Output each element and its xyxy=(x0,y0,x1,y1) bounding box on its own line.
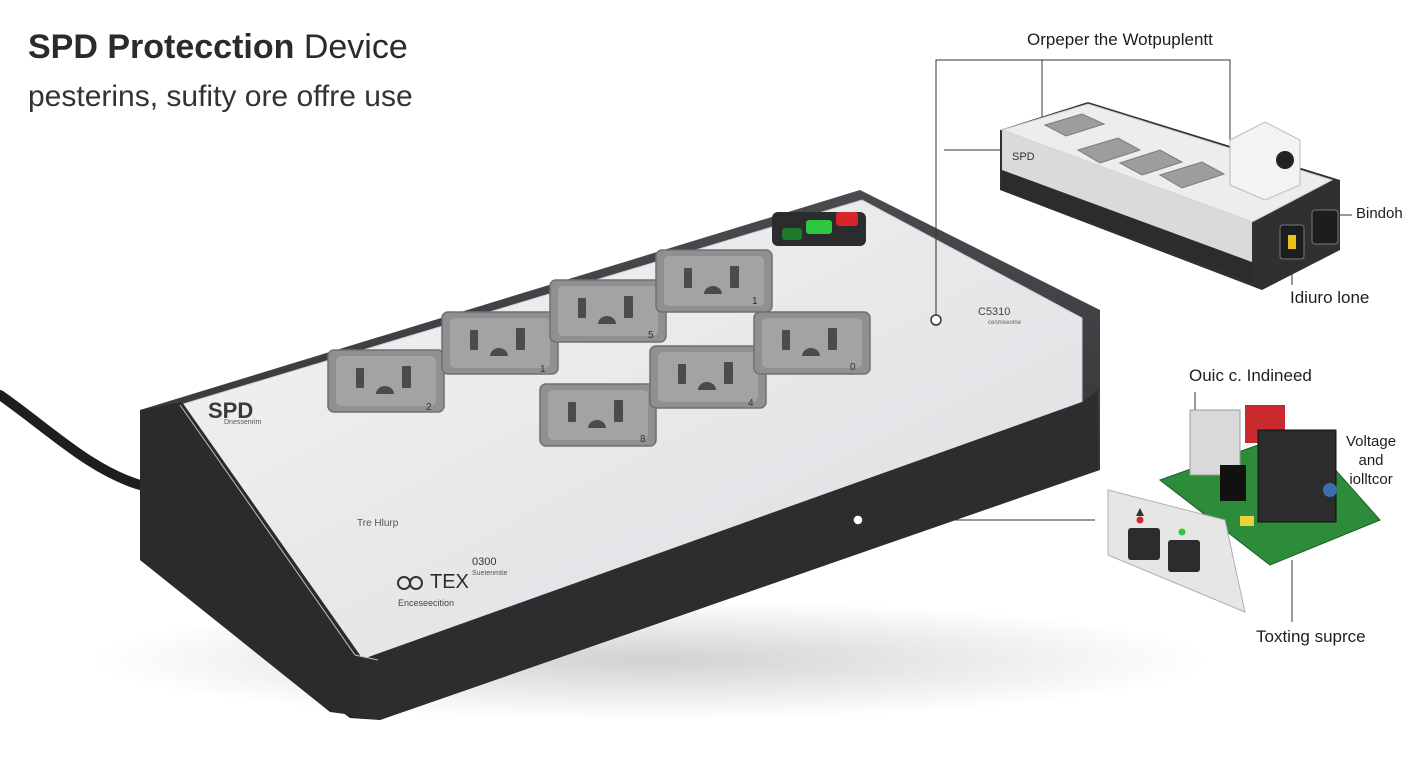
model-code: 0300 xyxy=(472,556,496,568)
outlet-number: 1 xyxy=(540,364,546,375)
status-led-dim xyxy=(782,228,802,240)
outlet-number: 5 xyxy=(648,330,654,341)
outlet-number: 4 xyxy=(748,398,754,409)
strip-side-label: Tre Hlurp xyxy=(357,518,399,529)
callout-label-ouic: Ouic c. Indineed xyxy=(1189,366,1312,385)
plug-icon xyxy=(1276,151,1294,169)
status-led-red xyxy=(836,212,858,226)
main-power-strip: 2 1 5 1 8 4 0 SPD Dnessenrim Tre Hlurp T… xyxy=(140,190,1100,720)
status-led-green xyxy=(806,220,832,234)
callout-label-voltage: Voltage and iolltcor xyxy=(1346,433,1397,488)
callout-label-top: Orpeper the Wotpuplentt xyxy=(1027,30,1213,49)
outlet xyxy=(539,383,657,447)
maker-caption: Enceseecition xyxy=(398,598,454,608)
strip-brand-sub: Dnessenrim xyxy=(224,419,262,426)
callout-anchor xyxy=(930,314,942,326)
right-code-sub: cenmeeome xyxy=(988,320,1022,326)
outlet-number: 0 xyxy=(850,362,856,373)
callout-label-idiuro: Idiuro lone xyxy=(1290,288,1370,307)
small-strip-brand: SPD xyxy=(1012,151,1035,163)
header: SPD Protecction Device pesterins, sufity… xyxy=(28,30,413,112)
outlet-number: 8 xyxy=(640,434,646,445)
page-title: SPD Protecction Device xyxy=(28,28,408,66)
pcb-module xyxy=(1107,405,1381,613)
strip-brand: SPD xyxy=(208,398,253,423)
model-sub: Suetenmtie xyxy=(472,570,508,577)
model-logo-icon xyxy=(397,576,423,590)
power-cord xyxy=(0,390,145,490)
page-subtitle: pesterins, sufity ore offre use xyxy=(28,80,413,113)
outlet-number: 1 xyxy=(752,296,758,307)
model-name: TEX xyxy=(430,571,469,593)
small-power-strip: SPD xyxy=(1000,102,1340,290)
callout-label-bindoh: Bindoh xyxy=(1356,205,1403,222)
callout-anchor xyxy=(852,514,864,526)
callout-label-toxting: Toxting suprce xyxy=(1256,627,1366,646)
right-code: C5310 xyxy=(978,306,1010,318)
outlet-number: 2 xyxy=(426,402,432,413)
